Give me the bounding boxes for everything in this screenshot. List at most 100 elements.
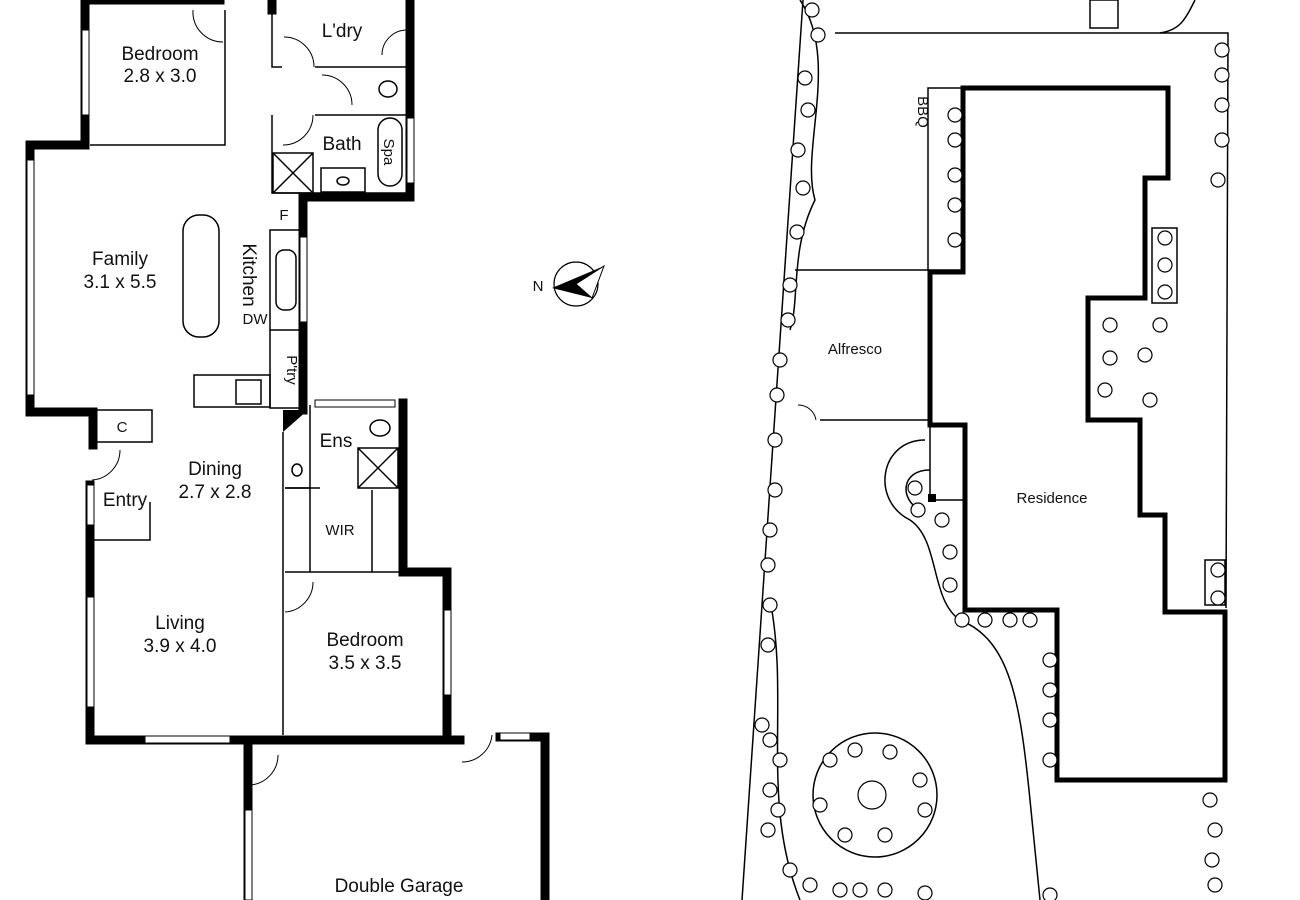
shrub-icon [1042,752,1058,768]
trees [754,2,1230,900]
shrub-icon [1214,67,1230,83]
shrub-icon [1214,132,1230,148]
shrub-icon [1210,172,1226,188]
north-label: N [533,278,544,295]
shrub-icon [977,612,993,628]
room-label: Double Garage [335,876,464,897]
shrub-icon [917,885,933,900]
shrub-icon [1097,382,1113,398]
window [26,159,35,396]
room-size: 3.1 x 5.5 [84,272,157,293]
shrub-icon [1042,712,1058,728]
room-label: Dining [188,459,242,480]
window [81,29,90,116]
window [314,399,396,408]
shrub-icon [1204,852,1220,868]
window [299,236,308,323]
shrub-icon [947,107,963,123]
shrub-icon [772,352,788,368]
door-swing [282,114,314,146]
shrub-icon [1157,257,1173,273]
shrub-icon [832,882,848,898]
room-label: Ens [320,431,353,452]
shrub-icon [760,637,776,653]
room-size: 2.7 x 2.8 [179,482,252,503]
shrub-icon [912,772,928,788]
interior-wall [271,115,410,194]
room-size: 3.9 x 4.0 [144,636,217,657]
shrub-icon [760,557,776,573]
shrub-icon [767,482,783,498]
window [244,809,253,900]
room-label: C [117,419,128,436]
shrub-icon [947,232,963,248]
shrub-icon [852,882,868,898]
room-label: Spa [380,139,397,166]
door-swing [91,449,121,481]
shrub-icon [1152,317,1168,333]
kitchen-bench [269,229,303,331]
shrub-icon [790,142,806,158]
door-swing [249,754,279,786]
door-swing [283,36,315,68]
shrub-icon [847,742,863,758]
shrub-icon [1207,822,1223,838]
shrub-icon [1210,562,1226,578]
shrub-icon [769,387,785,403]
door-swing [321,74,353,106]
site-plan: BBQ Alfresco Residence [741,0,1230,900]
shrub-icon [1210,590,1226,606]
window [406,117,415,184]
shower [272,152,314,194]
cooktop [235,379,262,405]
room-label: WIR [325,522,354,539]
shrub-icon [782,862,798,878]
shrub-icon [942,577,958,593]
interior-wall [271,10,282,68]
compass: N [533,261,605,307]
shrub-icon [1207,877,1223,893]
entry-wall [90,502,151,541]
garden-path [884,439,1041,900]
sink [275,249,297,311]
shrub-icon [947,132,963,148]
shrub-icon [877,827,893,843]
room-label: Family [92,249,148,270]
ensuite-toilet [369,419,391,437]
shrub-icon [804,2,820,18]
closet [95,409,153,443]
shrub-icon [789,224,805,240]
shrub-icon [822,752,838,768]
shrub-icon [767,432,783,448]
shrub-icon [1214,42,1230,58]
wall-entry-living [85,480,465,745]
garden-bed [789,0,820,331]
shrub-icon [782,277,798,293]
spa-bath [377,117,403,187]
room-label: Bath [322,134,361,155]
shrub-icon [954,612,970,628]
shrub-icon [947,197,963,213]
door-swing [192,9,224,43]
shrub-icon [907,480,923,496]
room-label: Bedroom [326,630,403,651]
room-label: Bedroom [121,44,198,65]
shrub-icon [760,822,776,838]
fridge-label: F [279,207,288,224]
wall-bedroom2 [398,398,452,745]
shrub-icon [780,312,796,328]
site-boundary [741,0,804,900]
shrub-icon [1214,97,1230,113]
shrub-icon [1042,887,1058,900]
shrub-icon [762,732,778,748]
round-garden [812,732,938,858]
shrub-icon [942,544,958,560]
door-swing [284,581,314,613]
shrub-icon [917,802,933,818]
bbq-label: BBQ [914,96,931,128]
area-label: Alfresco [828,341,882,358]
shrub-icon [762,522,778,538]
shrub-icon [1142,392,1158,408]
steps [1089,0,1119,29]
shrub-icon [882,744,898,760]
